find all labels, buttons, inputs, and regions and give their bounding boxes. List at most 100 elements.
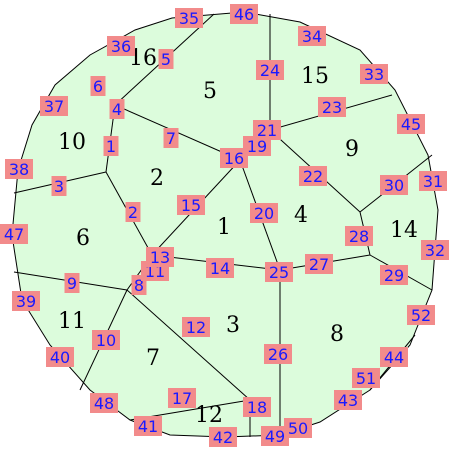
tag-box (92, 330, 120, 350)
tag-box (261, 426, 289, 446)
tag-7: 7 (163, 128, 179, 148)
tag-52: 52 (407, 305, 435, 325)
tag-box (250, 203, 278, 223)
tag-label: 42 (213, 428, 233, 447)
tag-label: 36 (111, 37, 131, 56)
tag-43: 43 (334, 390, 362, 410)
map-edge (126, 289, 251, 401)
tag-box (284, 418, 312, 438)
tag-26: 26 (264, 344, 292, 364)
tag-label: 4 (112, 100, 122, 119)
tag-17: 17 (168, 388, 196, 408)
tag-46: 46 (230, 4, 258, 24)
tag-42: 42 (209, 427, 237, 447)
tag-box (253, 120, 281, 140)
face-label-12: 12 (195, 403, 223, 428)
tag-label: 24 (260, 61, 280, 80)
face-label-11: 11 (58, 309, 86, 334)
tag-label: 27 (309, 255, 329, 274)
tag-box (243, 136, 271, 156)
tag-box (265, 262, 293, 282)
tag-label: 49 (265, 427, 285, 446)
tag-31: 31 (419, 171, 447, 191)
tag-label: 31 (423, 172, 443, 191)
face-label-3: 3 (226, 313, 240, 338)
tag-label: 21 (257, 121, 277, 140)
tag-21: 21 (253, 120, 281, 140)
tag-box (380, 265, 408, 285)
tag-6: 6 (90, 76, 106, 96)
tag-28: 28 (345, 226, 373, 246)
tag-label: 22 (303, 167, 323, 186)
face-label-8: 8 (330, 322, 344, 347)
tag-40: 40 (46, 347, 74, 367)
tag-label: 34 (302, 27, 322, 46)
tag-box (5, 159, 33, 179)
tag-box (12, 291, 40, 311)
tag-box (125, 202, 141, 222)
tag-label: 20 (254, 204, 274, 223)
tag-label: 35 (179, 9, 199, 28)
tag-box (90, 393, 118, 413)
tag-41: 41 (134, 416, 162, 436)
tag-box (134, 416, 162, 436)
tag-label: 16 (224, 149, 244, 168)
tag-24: 24 (256, 60, 284, 80)
tag-49: 49 (261, 426, 289, 446)
tag-37: 37 (40, 96, 68, 116)
tag-box (220, 148, 248, 168)
tag-label: 32 (425, 241, 445, 260)
face-label-10: 10 (58, 130, 86, 155)
tag-25: 25 (265, 262, 293, 282)
tag-27: 27 (305, 254, 333, 274)
tag-box (380, 347, 408, 367)
tag-12: 12 (182, 317, 210, 337)
tag-label: 48 (94, 394, 114, 413)
tag-5: 5 (158, 49, 174, 69)
tag-label: 13 (150, 248, 170, 267)
tag-1: 1 (103, 136, 119, 156)
tag-label: 26 (268, 345, 288, 364)
face-label-2: 2 (150, 166, 164, 191)
tag-label: 33 (364, 65, 384, 84)
tag-box (334, 390, 362, 410)
tag-label: 47 (4, 225, 24, 244)
tag-label: 50 (288, 419, 308, 438)
face-label-9: 9 (345, 137, 359, 162)
tag-box (305, 254, 333, 274)
tag-label: 5 (161, 50, 171, 69)
tag-16: 16 (220, 148, 248, 168)
tag-32: 32 (421, 240, 449, 260)
tag-29: 29 (380, 265, 408, 285)
tag-box (299, 166, 327, 186)
tag-2: 2 (125, 202, 141, 222)
tag-label: 51 (356, 369, 376, 388)
tag-box (397, 114, 425, 134)
tag-label: 39 (16, 292, 36, 311)
face-label-1: 1 (217, 215, 231, 240)
tag-30: 30 (380, 175, 408, 195)
tag-20: 20 (250, 203, 278, 223)
tag-label: 40 (50, 348, 70, 367)
tag-box (230, 4, 258, 24)
face-label-15: 15 (301, 64, 329, 89)
tag-box (345, 226, 373, 246)
tag-box (318, 97, 346, 117)
tag-box (64, 273, 80, 293)
tag-label: 44 (384, 348, 404, 367)
tag-box (168, 388, 196, 408)
tag-45: 45 (397, 114, 425, 134)
tag-label: 3 (54, 177, 64, 196)
tag-label: 38 (9, 160, 29, 179)
tag-33: 33 (360, 64, 388, 84)
tag-box (158, 49, 174, 69)
face-label-4: 4 (294, 203, 308, 228)
tag-box (298, 26, 326, 46)
tag-label: 17 (172, 389, 192, 408)
tag-label: 46 (234, 5, 254, 24)
tag-box (177, 195, 205, 215)
tag-label: 23 (322, 98, 342, 117)
